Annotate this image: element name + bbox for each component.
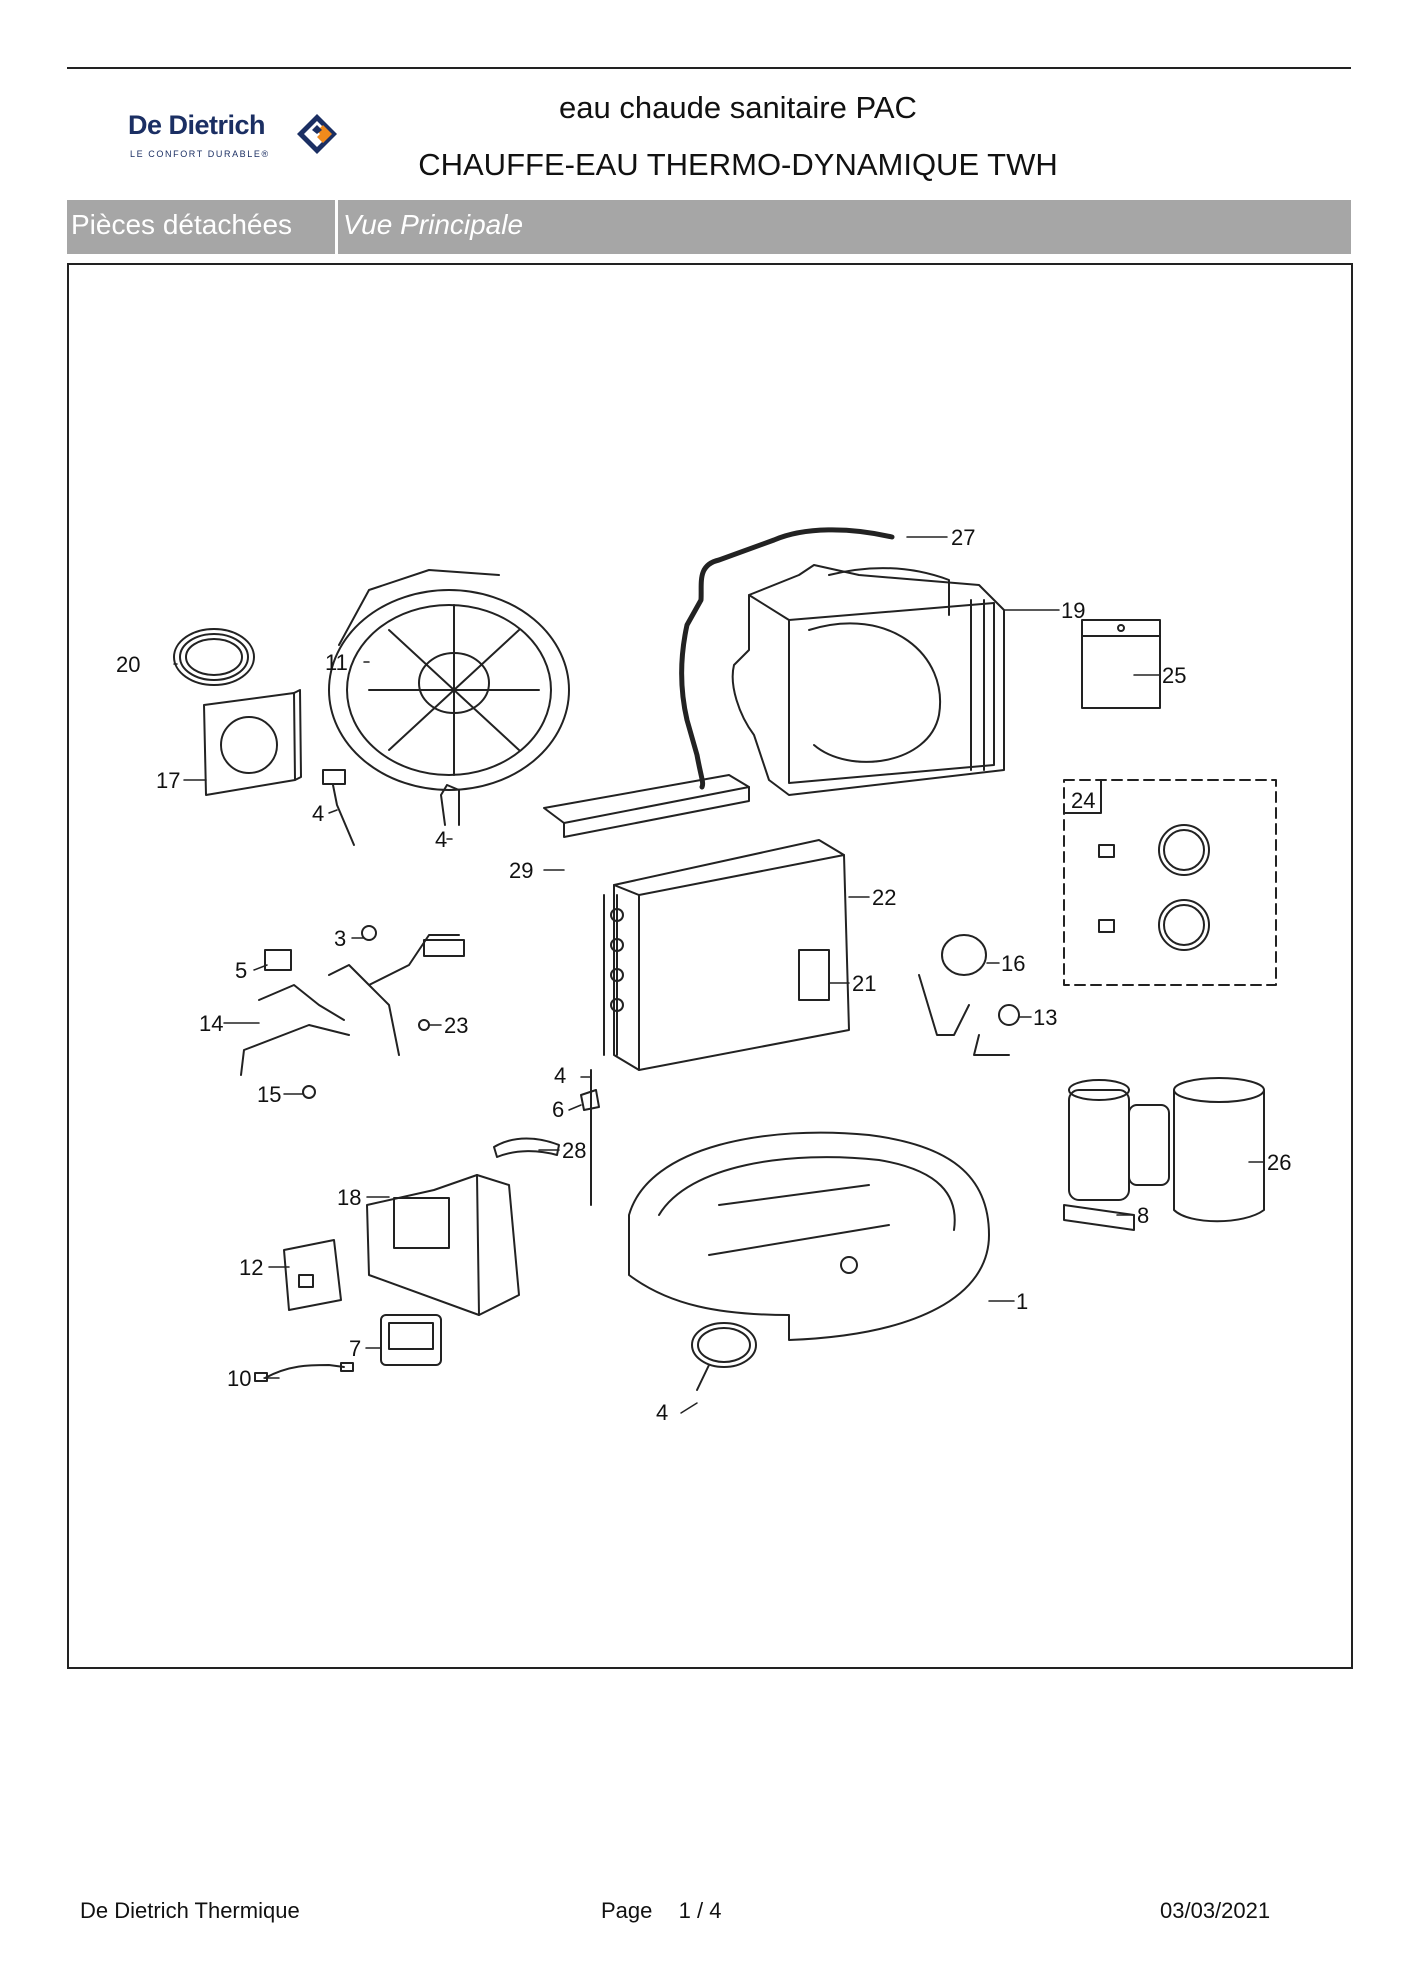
leader-line: [328, 809, 338, 814]
footer-company: De Dietrich Thermique: [80, 1898, 300, 1923]
display-part: [380, 1314, 442, 1366]
circuit-board-part: [283, 1239, 342, 1311]
callout-number: 23: [444, 1013, 468, 1038]
callout-number: 12: [239, 1255, 263, 1280]
callout-number: 13: [1033, 1005, 1057, 1030]
brand-diamond-icon: [297, 114, 337, 154]
leader-line: [680, 1402, 698, 1414]
control-box-part: [366, 1174, 520, 1316]
callout-number: 15: [257, 1082, 281, 1107]
callout-number: 21: [852, 971, 876, 996]
leader-line: [568, 1104, 582, 1111]
compressor-part: [1063, 1079, 1170, 1231]
callout-number: 4: [312, 801, 324, 826]
page-separator: /: [697, 1898, 704, 1923]
page-label: Page: [601, 1898, 653, 1923]
doc-category: eau chaude sanitaire PAC: [559, 90, 917, 125]
sensor-cable-part: [691, 1322, 757, 1391]
callout-number: 19: [1061, 598, 1085, 623]
callout-number: 22: [872, 885, 896, 910]
callout-number: 5: [235, 958, 247, 983]
callout-number: 11: [325, 650, 348, 675]
sensor-kit-part: [1063, 779, 1277, 986]
callout-number: 28: [562, 1138, 586, 1163]
callout-number: 4: [554, 1063, 566, 1088]
leader-line: [253, 964, 268, 971]
spare-bag-part: [1081, 619, 1161, 709]
callout-number: 24: [1071, 788, 1095, 813]
brand-name: De Dietrich: [128, 110, 266, 140]
callout-number: 27: [951, 525, 975, 550]
callout-number: 20: [116, 652, 140, 677]
callout-number: 25: [1162, 663, 1186, 688]
coiled-seal-part: [173, 628, 255, 686]
shell-part: [1173, 1077, 1265, 1223]
base-tray-part: [628, 1131, 990, 1341]
page-total: 4: [709, 1898, 722, 1923]
section-label: Pièces détachées: [71, 209, 293, 240]
callout-number: 17: [156, 768, 180, 793]
mounting-plate-part: [203, 689, 302, 796]
fan-housing-part: [731, 564, 1005, 796]
callout-number: 18: [337, 1185, 361, 1210]
cable-part: [322, 769, 355, 846]
wire-part: [254, 1362, 354, 1382]
evaporator-part: [603, 839, 850, 1071]
exploded-view-diagram: 27 19 20 11 25 17 4 4 24 29 22 3 5 16 21…: [116, 525, 1291, 1425]
exploded-view-frame: 27 19 20 11 25 17 4 4 24 29 22 3 5 16 21…: [67, 263, 1353, 1669]
brand-logo: De Dietrich LE CONFORT DURABLE®: [125, 110, 340, 162]
footer-date: 03/03/2021: [1160, 1898, 1271, 1923]
bracket-part: [543, 774, 750, 838]
callout-number: 4: [435, 827, 447, 852]
handle-part: [798, 949, 830, 1001]
callout-number: 14: [199, 1011, 223, 1036]
callout-number: 4: [656, 1400, 668, 1425]
clip-part: [440, 784, 460, 826]
footer-page: Page 1 / 4: [601, 1898, 722, 1924]
callout-number: 7: [349, 1336, 361, 1361]
fan-part: [328, 569, 570, 791]
callout-number: 29: [509, 858, 533, 883]
top-rule: [67, 67, 1351, 69]
section-separator: [335, 200, 338, 254]
callout-number: 1: [1016, 1289, 1028, 1314]
callout-number: 3: [334, 926, 346, 951]
page-current: 1: [678, 1898, 691, 1923]
filter-part: [918, 934, 1020, 1056]
callout-number: 16: [1001, 951, 1025, 976]
section-bar: Pièces détachées Vue Principale: [67, 200, 1351, 254]
band-part: [493, 1137, 560, 1158]
callout-number: 10: [227, 1366, 251, 1391]
section-view: Vue Principale: [343, 209, 524, 240]
callout-number: 8: [1137, 1203, 1149, 1228]
doc-title: CHAUFFE-EAU THERMO-DYNAMIQUE TWH: [418, 147, 1058, 182]
callout-number: 6: [552, 1097, 564, 1122]
valve-assembly-part: [240, 925, 465, 1099]
bracket-small-part: [580, 1069, 600, 1206]
brand-tagline: LE CONFORT DURABLE®: [130, 149, 270, 159]
callout-number: 26: [1267, 1150, 1291, 1175]
gasket-part: [679, 527, 895, 790]
